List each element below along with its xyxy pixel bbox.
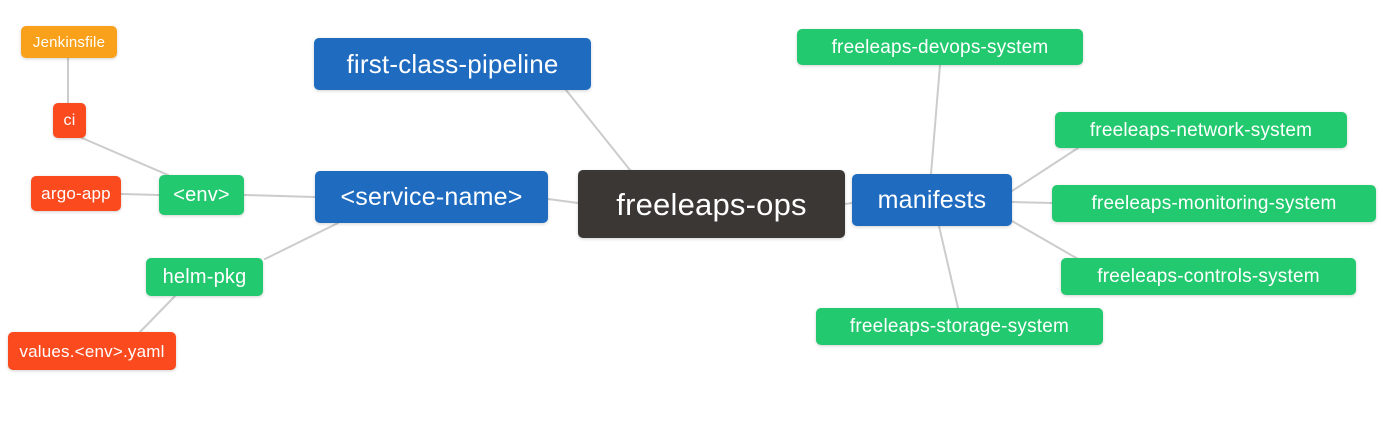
node-manifests[interactable]: manifests xyxy=(852,174,1012,226)
node-label-freeleaps-devops-system: freeleaps-devops-system xyxy=(831,36,1049,58)
edge-manifests--freeleaps-network-system xyxy=(1011,147,1079,192)
edge-manifests--freeleaps-storage-system xyxy=(938,225,959,309)
node-freeleaps-network-system[interactable]: freeleaps-network-system xyxy=(1055,112,1347,148)
node-first-class-pipeline[interactable]: first-class-pipeline xyxy=(314,38,591,90)
node-service-name[interactable]: <service-name> xyxy=(315,171,548,223)
edge-service-name--helm-pkg xyxy=(264,222,339,260)
node-label-first-class-pipeline: first-class-pipeline xyxy=(346,49,559,79)
node-ci[interactable]: ci xyxy=(53,103,86,138)
node-values-env-yaml[interactable]: values.<env>.yaml xyxy=(8,332,176,370)
edge-service-name--freeleaps-ops xyxy=(547,198,579,204)
node-label-helm-pkg: helm-pkg xyxy=(162,266,247,288)
edge-ci--env xyxy=(81,137,169,176)
edge-first-class-pipeline--freeleaps-ops xyxy=(565,89,631,171)
node-freeleaps-monitoring-system[interactable]: freeleaps-monitoring-system xyxy=(1052,185,1376,222)
edge-argo-app--env xyxy=(120,193,160,196)
node-label-ci: ci xyxy=(63,111,76,129)
node-freeleaps-controls-system[interactable]: freeleaps-controls-system xyxy=(1061,258,1356,295)
node-label-freeleaps-monitoring-system: freeleaps-monitoring-system xyxy=(1091,193,1337,214)
node-label-argo-app: argo-app xyxy=(41,184,111,203)
node-label-service-name: <service-name> xyxy=(340,182,523,211)
node-label-freeleaps-storage-system: freeleaps-storage-system xyxy=(849,316,1070,337)
edge-helm-pkg--values-env-yaml xyxy=(139,295,176,333)
node-label-freeleaps-network-system: freeleaps-network-system xyxy=(1089,119,1313,141)
edge-freeleaps-ops--manifests xyxy=(844,202,853,205)
node-label-env: <env> xyxy=(173,184,230,206)
node-label-manifests: manifests xyxy=(877,185,987,214)
edge-manifests--freeleaps-monitoring-system xyxy=(1011,201,1053,204)
node-label-values-env-yaml: values.<env>.yaml xyxy=(19,341,165,361)
node-freeleaps-ops[interactable]: freeleaps-ops xyxy=(578,170,845,238)
node-env[interactable]: <env> xyxy=(159,175,244,215)
node-freeleaps-storage-system[interactable]: freeleaps-storage-system xyxy=(816,308,1103,345)
node-argo-app[interactable]: argo-app xyxy=(31,176,121,211)
node-label-jenkinsfile: Jenkinsfile xyxy=(32,33,106,51)
node-freeleaps-devops-system[interactable]: freeleaps-devops-system xyxy=(797,29,1083,65)
node-label-freeleaps-controls-system: freeleaps-controls-system xyxy=(1097,266,1320,287)
node-label-freeleaps-ops: freeleaps-ops xyxy=(616,186,807,222)
node-helm-pkg[interactable]: helm-pkg xyxy=(146,258,263,296)
edge-manifests--freeleaps-controls-system xyxy=(1011,220,1079,260)
edge-manifests--freeleaps-devops-system xyxy=(930,64,941,175)
edge-env--service-name xyxy=(243,194,316,198)
node-jenkinsfile[interactable]: Jenkinsfile xyxy=(21,26,117,58)
